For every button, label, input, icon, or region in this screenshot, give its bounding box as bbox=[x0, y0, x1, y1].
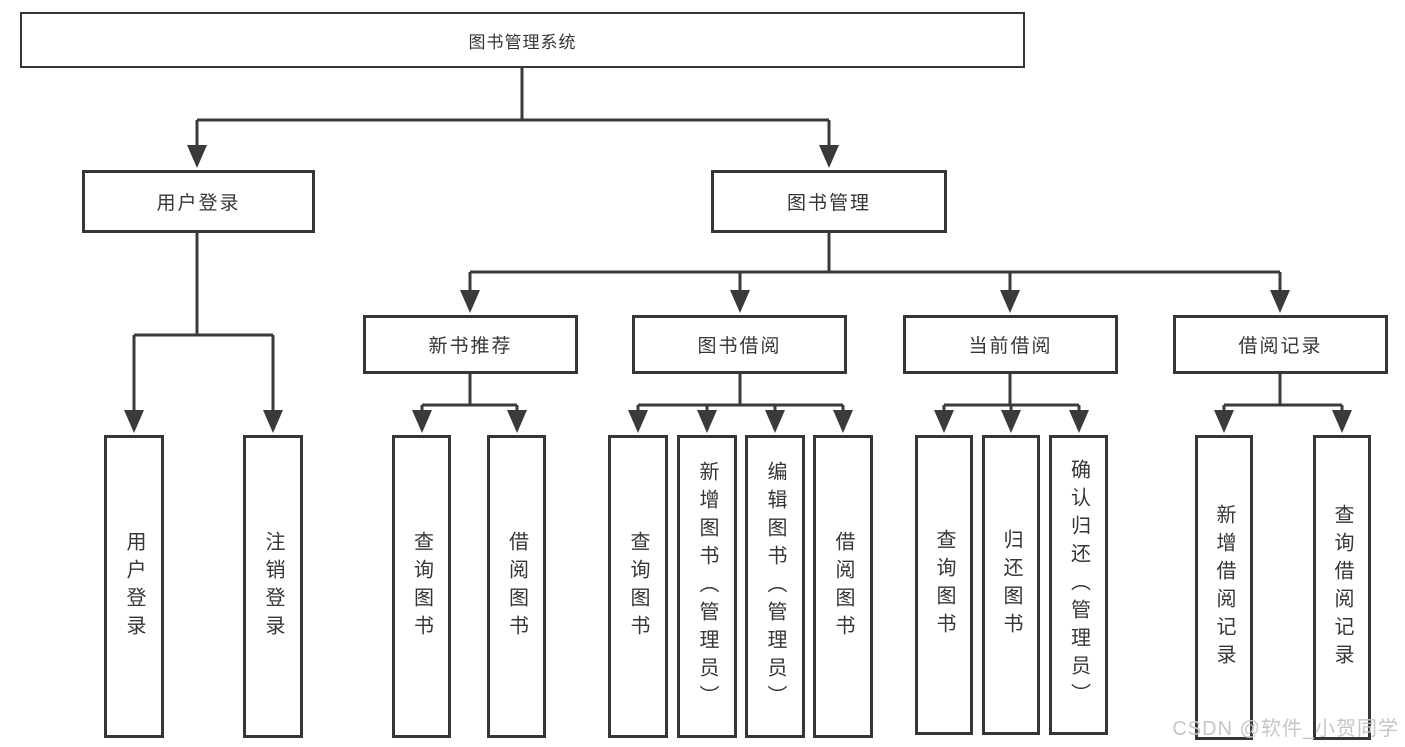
node-root-label: 图书管理系统 bbox=[468, 32, 577, 52]
leaf-query-borrow-record-label: 查询借阅记录 bbox=[1331, 503, 1353, 672]
leaf-add-borrow-record-label: 新增借阅记录 bbox=[1213, 503, 1235, 672]
leaf-add-book-admin: 新增图书（管理员） bbox=[677, 435, 737, 738]
leaf-edit-book-admin: 编辑图书（管理员） bbox=[745, 435, 805, 738]
leaf-query-books-borrow-label: 查询图书 bbox=[627, 530, 649, 643]
leaf-edit-book-admin-label: 编辑图书（管理员） bbox=[764, 460, 786, 713]
node-new-book-recommend-label: 新书推荐 bbox=[428, 336, 513, 357]
node-borrow-records: 借阅记录 bbox=[1173, 315, 1388, 374]
leaf-confirm-return-admin: 确认归还（管理员） bbox=[1049, 435, 1108, 735]
node-current-borrow: 当前借阅 bbox=[903, 315, 1118, 374]
node-user-login: 用户登录 bbox=[82, 170, 315, 233]
node-book-borrow: 图书借阅 bbox=[632, 315, 847, 374]
leaf-user-login: 用户登录 bbox=[104, 435, 164, 738]
leaf-query-books-current: 查询图书 bbox=[915, 435, 973, 735]
leaf-query-borrow-record: 查询借阅记录 bbox=[1313, 435, 1371, 740]
leaf-borrow-books: 借阅图书 bbox=[813, 435, 873, 738]
node-current-borrow-label: 当前借阅 bbox=[968, 336, 1053, 357]
node-root: 图书管理系统 bbox=[20, 12, 1025, 68]
leaf-add-book-admin-label: 新增图书（管理员） bbox=[696, 460, 718, 713]
node-book-management: 图书管理 bbox=[711, 170, 947, 233]
leaf-query-books-recommend: 查询图书 bbox=[392, 435, 451, 738]
node-user-login-label: 用户登录 bbox=[156, 193, 241, 214]
node-book-management-label: 图书管理 bbox=[786, 193, 871, 214]
leaf-add-borrow-record: 新增借阅记录 bbox=[1195, 435, 1253, 740]
node-book-borrow-label: 图书借阅 bbox=[697, 336, 782, 357]
leaf-user-login-label: 用户登录 bbox=[123, 530, 145, 643]
leaf-logout-label: 注销登录 bbox=[262, 530, 284, 643]
watermark: CSDN @软件_小贺同学 bbox=[1172, 718, 1399, 740]
leaf-borrow-books-label: 借阅图书 bbox=[832, 530, 854, 643]
leaf-logout: 注销登录 bbox=[243, 435, 303, 738]
leaf-borrow-books-recommend: 借阅图书 bbox=[487, 435, 546, 738]
leaf-query-books-recommend-label: 查询图书 bbox=[410, 530, 433, 643]
leaf-query-books-current-label: 查询图书 bbox=[933, 529, 955, 641]
leaf-return-book: 归还图书 bbox=[982, 435, 1040, 735]
leaf-return-book-label: 归还图书 bbox=[1000, 529, 1022, 641]
node-borrow-records-label: 借阅记录 bbox=[1238, 336, 1323, 357]
node-new-book-recommend: 新书推荐 bbox=[363, 315, 578, 374]
leaf-confirm-return-admin-label: 确认归还（管理员） bbox=[1067, 459, 1090, 711]
leaf-borrow-books-recommend-label: 借阅图书 bbox=[505, 530, 528, 643]
leaf-query-books-borrow: 查询图书 bbox=[608, 435, 668, 738]
